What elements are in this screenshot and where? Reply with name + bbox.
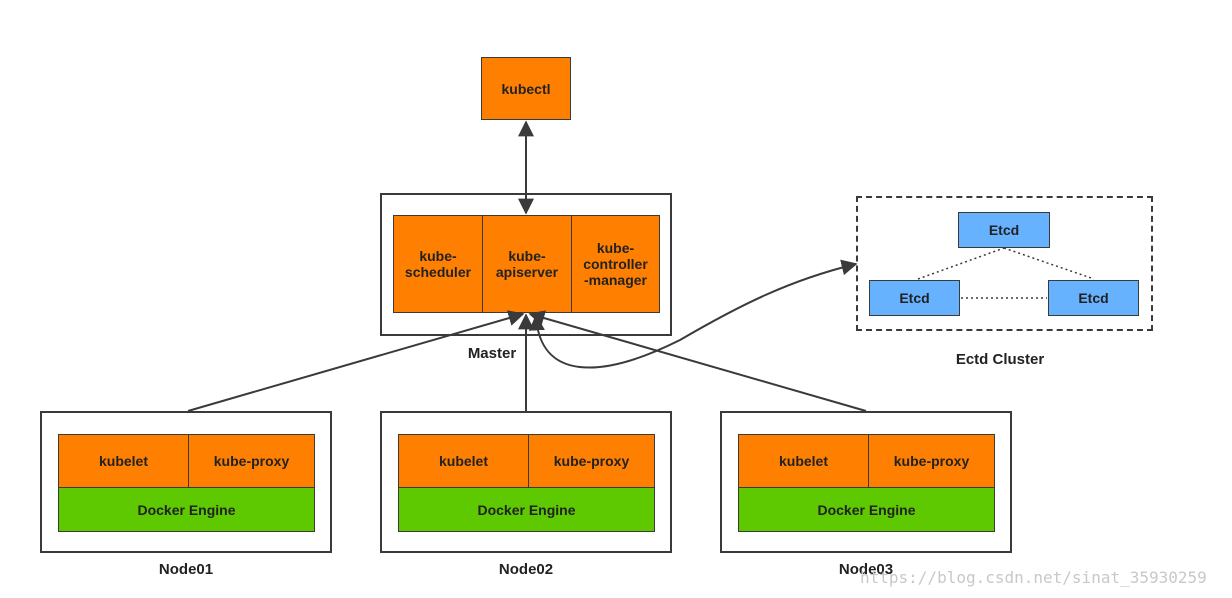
kube-apiserver-box: kube- apiserver bbox=[482, 215, 572, 313]
etcd-node-left-label: Etcd bbox=[899, 290, 930, 306]
node02-docker-engine-label: Docker Engine bbox=[477, 501, 576, 518]
node03-kube-proxy-label: kube-proxy bbox=[893, 453, 970, 469]
kube-controller-manager-label: kube- controller -manager bbox=[583, 240, 648, 288]
kube-scheduler-box: kube- scheduler bbox=[393, 215, 483, 313]
node03-kube-proxy: kube-proxy bbox=[868, 434, 995, 488]
etcd-node-right: Etcd bbox=[1048, 280, 1139, 316]
etcd-node-top: Etcd bbox=[958, 212, 1050, 248]
kube-apiserver-label: kube- apiserver bbox=[495, 248, 559, 280]
node03-title: Node03 bbox=[838, 561, 894, 578]
node01-kubelet-label: kubelet bbox=[98, 453, 148, 469]
node03-kubelet: kubelet bbox=[738, 434, 869, 488]
node02-docker-engine: Docker Engine bbox=[398, 487, 655, 532]
node03-docker-engine-label: Docker Engine bbox=[817, 501, 916, 518]
node01-title: Node01 bbox=[158, 561, 214, 578]
node03-kubelet-label: kubelet bbox=[778, 453, 828, 469]
kube-scheduler-label: kube- scheduler bbox=[404, 248, 472, 280]
node02-kubelet: kubelet bbox=[398, 434, 529, 488]
node03-docker-engine: Docker Engine bbox=[738, 487, 995, 532]
node02-title: Node02 bbox=[498, 561, 554, 578]
etcd-node-right-label: Etcd bbox=[1078, 290, 1109, 306]
node02-kube-proxy-label: kube-proxy bbox=[553, 453, 630, 469]
node02-kube-proxy: kube-proxy bbox=[528, 434, 655, 488]
master-title: Master bbox=[467, 345, 517, 362]
etcd-cluster-title: Ectd Cluster bbox=[955, 351, 1045, 368]
kubectl-box: kubectl bbox=[481, 57, 571, 120]
node01-kubelet: kubelet bbox=[58, 434, 189, 488]
watermark-text: https://blog.csdn.net/sinat_35930259 bbox=[860, 568, 1207, 587]
etcd-node-top-label: Etcd bbox=[988, 222, 1020, 238]
node01-kube-proxy: kube-proxy bbox=[188, 434, 315, 488]
node01-docker-engine-label: Docker Engine bbox=[137, 501, 236, 518]
kube-controller-manager-box: kube- controller -manager bbox=[571, 215, 660, 313]
etcd-node-left: Etcd bbox=[869, 280, 960, 316]
node01-kube-proxy-label: kube-proxy bbox=[213, 453, 290, 469]
kubectl-label: kubectl bbox=[501, 80, 551, 97]
node02-kubelet-label: kubelet bbox=[438, 453, 488, 469]
node01-docker-engine: Docker Engine bbox=[58, 487, 315, 532]
